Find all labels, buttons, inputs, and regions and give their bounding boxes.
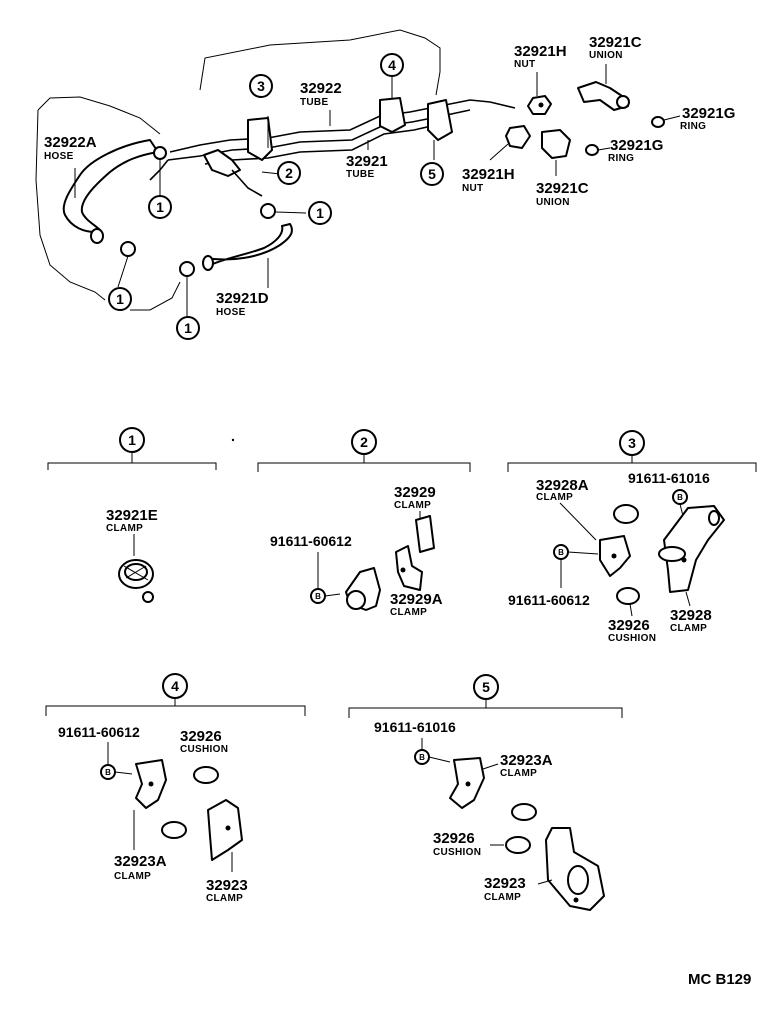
cushion-icon [161,766,219,839]
part-number: 91611-60612 [58,724,140,740]
overview-callout-numbers: 1 1 1 3 2 1 4 5 [116,57,436,336]
clamp-icon [120,146,276,277]
transmission-outline [35,29,441,311]
part-number: 32921G [682,105,735,122]
callout-number: 1 [316,205,324,221]
part-number: 32921H [514,43,567,60]
part-name: CUSHION [180,744,228,755]
part-number: 32921E [106,507,158,524]
part-name: CLAMP [394,500,431,511]
callout-number: 1 [116,291,124,307]
clamp-bracket-icon [135,759,243,861]
part-number: 91611-61016 [374,719,456,735]
overview-callouts [108,53,444,340]
part-number: 91611-60612 [270,533,352,549]
part-number: 32923 [484,875,526,892]
detail-5: 5 91611-61016 B 32923A CLAMP 32926 CUSHI… [348,674,623,911]
callout-number: 4 [388,57,396,73]
part-name: UNION [589,50,623,61]
part-name: CLAMP [500,768,537,779]
part-name: CLAMP [106,523,143,534]
part-number: 32928 [670,607,712,624]
part-number: 32921 [346,153,388,170]
callout-number: 1 [156,199,164,215]
part-name: CLAMP [390,607,427,618]
part-number: 32921H [462,166,515,183]
part-number: 32929A [390,591,443,608]
part-name: TUBE [300,97,328,108]
part-number: 32926 [180,728,222,745]
bolt-mark: B [105,768,111,777]
part-number: 32926 [608,617,650,634]
callout-number: 3 [257,78,265,94]
part-number: 32929 [394,484,436,501]
fittings [505,81,665,159]
fuel-tube-assembly [149,99,516,197]
part-name: NUT [514,59,535,70]
detail-4: 4 91611-60612 B 32926 CUSHION 32923A CLA… [45,673,306,904]
hose-end-2 [202,255,214,271]
overview-leaders [74,64,681,316]
detail-1: 1 32921E CLAMP [47,427,217,603]
part-name: HOSE [216,307,246,318]
callout-number: 2 [285,165,293,181]
tube-brackets [247,97,453,161]
part-number: 32921D [216,290,269,307]
hose-end [90,228,104,244]
cushion-icon [505,803,537,854]
part-number: 32923A [114,853,167,870]
callout-number: 4 [171,678,179,694]
part-number: 32926 [433,830,475,847]
overview-labels: 32922A HOSE 32922 TUBE 32921 TUBE 32921D… [44,34,735,318]
clamp-bracket-icon [449,757,605,911]
clamp-bracket-icon [599,505,725,593]
callout-number: 5 [428,166,436,182]
callout-number: 1 [184,320,192,336]
callout-number: 2 [360,434,368,450]
part-number: 32921C [536,180,589,197]
part-number: 91611-61016 [628,470,710,486]
detail-3: 3 32928A CLAMP 91611-61016 B B 91611-606… [507,430,757,644]
part-name: RING [680,121,706,132]
part-number: 32923 [206,877,248,894]
part-number: 32921G [610,137,663,154]
part-name: TUBE [346,169,374,180]
clamp-bracket-icon [345,515,435,611]
callout-number: 3 [628,435,636,451]
part-name: CLAMP [670,623,707,634]
bolt-mark: B [558,548,564,557]
bolt-mark: B [419,753,425,762]
part-number: 32928A [536,477,589,494]
cushion-icon [613,504,640,605]
part-number: 32923A [500,752,553,769]
part-name: CUSHION [608,633,656,644]
part-name: HOSE [44,151,74,162]
part-name: CLAMP [114,871,151,882]
part-name: CUSHION [433,847,481,858]
part-name: RING [608,153,634,164]
hose-32922a [62,139,159,233]
part-name: CLAMP [536,492,573,503]
part-name: UNION [536,197,570,208]
part-number: 91611-60612 [508,592,590,608]
part-number: 32922A [44,134,97,151]
diagram-code: MC B129 [688,971,751,988]
part-number: 32922 [300,80,342,97]
part-number: 32921C [589,34,642,51]
detail-2: 2 32929 CLAMP 91611-60612 32929A CLAMP B [257,429,471,618]
stray-mark [231,438,235,442]
part-name: CLAMP [484,892,521,903]
part-name: CLAMP [206,893,243,904]
bolt-mark: B [677,493,683,502]
callout-number: 5 [482,679,490,695]
part-name: NUT [462,183,483,194]
callout-number: 1 [128,432,136,448]
bolt-mark: B [315,592,321,601]
hose-32921d [204,223,293,267]
clamp-icon [118,559,154,603]
